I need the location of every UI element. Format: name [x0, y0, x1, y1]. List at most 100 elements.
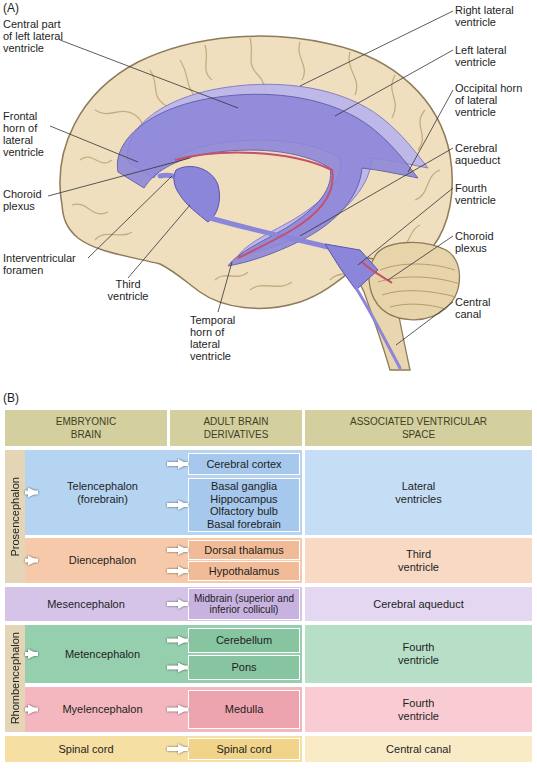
- part-label: Right lateral ventricle: [455, 4, 535, 28]
- derivative-cell: Spinal cord: [188, 738, 300, 760]
- cell-text: Spinal cord: [216, 743, 271, 756]
- cell-text: Cerebral cortex: [206, 458, 281, 471]
- derivation-arrow: [167, 503, 188, 507]
- part-label: Frontal horn of lateral ventricle: [3, 110, 53, 158]
- ventricle-cell: Fourth ventricle: [305, 625, 532, 683]
- leader-line: [60, 40, 238, 108]
- cell-text: Mesencephalon: [47, 598, 125, 611]
- derivation-arrow: [167, 639, 188, 643]
- ventricle-cell: Cerebral aqueduct: [305, 587, 532, 621]
- leader-line: [218, 262, 232, 312]
- derivation-arrow: [167, 747, 188, 751]
- ventricle-cell: Central canal: [305, 736, 532, 762]
- derivation-arrow: [25, 708, 38, 712]
- row-band: [25, 625, 302, 683]
- row-band: [25, 687, 302, 732]
- central-canal: [356, 288, 400, 368]
- leader-line: [300, 148, 453, 236]
- leader-line: [358, 188, 453, 265]
- leader-line: [50, 126, 138, 162]
- row-band: [5, 587, 302, 621]
- derivation-arrow: [167, 462, 188, 466]
- row-band: [25, 538, 302, 583]
- ventricle-cell: Fourth ventricle: [305, 687, 532, 732]
- embryonic-cell: Metencephalon: [38, 625, 167, 683]
- cell-text: Basal ganglia: [211, 480, 277, 493]
- cell-text: Hypothalamus: [209, 565, 279, 578]
- division-band: Prosencephalon: [5, 450, 25, 583]
- part-label: Occipital horn of lateral ventricle: [455, 82, 527, 118]
- cell-text: ADULT BRAIN DERIVATIVES: [186, 415, 286, 441]
- ventricle-cell: Third ventricle: [305, 538, 532, 583]
- header-cell: EMBRYONIC BRAIN: [5, 410, 167, 446]
- cell-text: Diencephalon: [69, 554, 136, 567]
- division-name: Rhombencephalon: [9, 632, 22, 724]
- derivation-arrow: [167, 708, 188, 712]
- derivation-arrow: [25, 491, 38, 495]
- part-label: Third ventricle: [98, 278, 158, 302]
- derivative-cell: Midbrain (superior and inferior collicul…: [188, 588, 300, 620]
- left-lateral-ventricle: [117, 94, 418, 266]
- cell-text: Basal forebrain: [207, 518, 281, 531]
- third-ventricle: [174, 166, 220, 222]
- derivative-cell: Basal gangliaHippocampusOlfactory bulbBa…: [188, 478, 300, 532]
- leader-line: [335, 50, 453, 116]
- cell-text: Central canal: [386, 743, 451, 756]
- part-label: Central part of left lateral ventricle: [3, 18, 65, 54]
- derivation-arrow: [25, 652, 38, 656]
- leader-line: [396, 302, 453, 345]
- embryonic-cell: Diencephalon: [38, 538, 167, 583]
- cell-text: Metencephalon: [65, 648, 140, 661]
- leader-line: [388, 236, 453, 280]
- leader-line: [88, 176, 172, 258]
- part-label: Temporal horn of lateral ventricle: [190, 314, 250, 362]
- embryonic-cell: Mesencephalon: [5, 587, 167, 621]
- leader-line: [128, 205, 190, 278]
- derivative-cell: Hypothalamus: [188, 561, 300, 581]
- cell-text: EMBRYONIC BRAIN: [46, 415, 126, 441]
- cell-text: Telencephalon (forebrain): [58, 480, 148, 506]
- cell-text: Dorsal thalamus: [204, 544, 283, 557]
- cell-text: Spinal cord: [58, 743, 113, 756]
- header-cell: ASSOCIATED VENTRICULAR SPACE: [305, 410, 532, 446]
- derivative-cell: Cerebellum: [188, 628, 300, 653]
- derivation-arrow: [25, 559, 38, 563]
- cell-text: Fourth ventricle: [389, 641, 449, 667]
- derivation-arrow: [167, 569, 188, 573]
- cerebral-aqueduct: [210, 218, 332, 248]
- cell-text: Midbrain (superior and inferior collicul…: [190, 593, 298, 615]
- derivative-cell: Dorsal thalamus: [188, 540, 300, 560]
- cell-text: Cerebellum: [216, 634, 272, 647]
- leader-line: [48, 158, 190, 196]
- derivative-cell: Cerebral cortex: [188, 453, 300, 475]
- cell-text: Olfactory bulb: [210, 505, 278, 518]
- embryonic-cell: Telencephalon (forebrain): [38, 450, 167, 535]
- part-label: Choroid plexus: [3, 188, 53, 212]
- header-cell: ADULT BRAIN DERIVATIVES: [170, 410, 302, 446]
- panel-letter: (B): [3, 392, 43, 404]
- division-band: Rhombencephalon: [5, 625, 25, 732]
- row-band: [5, 736, 302, 762]
- row-band: [25, 450, 302, 535]
- cell-text: Lateral ventricles: [384, 480, 454, 506]
- cell-text: Hippocampus: [210, 493, 277, 506]
- part-label: Cerebral aqueduct: [455, 142, 515, 166]
- leader-line: [300, 11, 453, 86]
- part-label: Fourth ventricle: [455, 182, 515, 206]
- cell-text: ASSOCIATED VENTRICULAR SPACE: [349, 415, 489, 441]
- cerebellar-folia: [378, 264, 460, 309]
- part-label: Central canal: [455, 296, 515, 320]
- embryonic-cell: Spinal cord: [5, 736, 167, 762]
- cell-text: Cerebral aqueduct: [373, 598, 464, 611]
- division-name: Prosencephalon: [9, 477, 22, 557]
- cell-text: Third ventricle: [389, 548, 449, 574]
- ventricle-cell: Lateral ventricles: [305, 450, 532, 535]
- cell-text: Pons: [231, 661, 256, 674]
- cell-text: Medulla: [225, 703, 264, 716]
- fourth-ventricle: [325, 244, 378, 290]
- embryonic-cell: Myelencephalon: [38, 687, 167, 732]
- part-label: Choroid plexus: [455, 230, 515, 254]
- part-label: Interventricular foramen: [3, 252, 98, 276]
- cell-text: Fourth ventricle: [389, 697, 449, 723]
- part-label: Left lateral ventricle: [455, 44, 535, 68]
